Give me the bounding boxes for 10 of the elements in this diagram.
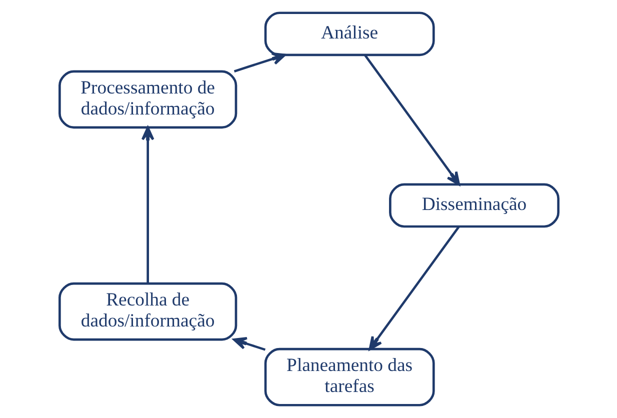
node-box: Disseminação — [388, 183, 559, 228]
arrow — [232, 337, 266, 351]
arrow — [140, 126, 154, 284]
arrow — [233, 52, 286, 72]
node-box: Processamento de dados/informação — [58, 70, 237, 129]
node-box: Análise — [264, 12, 434, 56]
node-box: Recolha de dados/informação — [58, 282, 237, 341]
node-box: Planeamento das tarefas — [264, 348, 434, 406]
arrow — [368, 226, 460, 350]
arrow — [363, 54, 460, 186]
